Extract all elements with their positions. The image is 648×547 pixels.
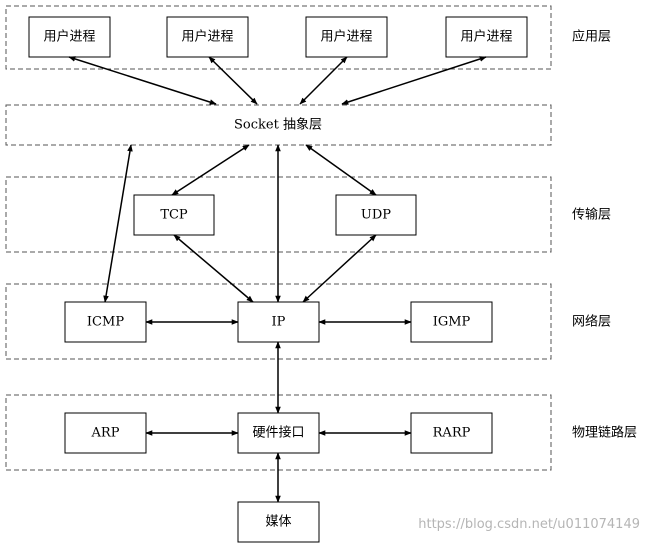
arrow-user4-socket [341,56,487,105]
udp-box [335,194,417,236]
physical-layer-label: 物理链路层 [572,425,637,441]
user-process-label-1: 用户进程 [43,29,95,45]
arrow-udp-ip [302,234,377,303]
user-process-label-4: 用户进程 [460,29,512,45]
arrow-socket-icmp [103,144,133,303]
user-process-box-1 [28,16,111,58]
rarp-label: RARP [433,426,471,441]
tcp-label: TCP [160,208,188,223]
icmp-label: ICMP [87,315,124,330]
media-label: 媒体 [265,515,291,530]
user-process-label-2: 用户进程 [181,29,233,45]
igmp-label: IGMP [433,315,471,330]
arrow-socket-udp [305,144,377,196]
application-layer-frame [5,5,552,70]
arrow-user1-socket [68,56,217,105]
user-process-box-3 [305,16,388,58]
user-process-label-3: 用户进程 [320,29,372,45]
arrow-socket-tcp [171,144,250,196]
arrow-tcp-ip [173,234,254,303]
udp-label: UDP [361,208,391,223]
arrow-user3-socket [299,56,348,105]
hardware-interface-label: 硬件接口 [252,425,304,441]
tcp-box [133,194,215,236]
arrow-user2-socket [208,56,258,105]
ip-label: IP [272,315,286,330]
arp-box [64,412,147,454]
user-process-box-4 [445,16,528,58]
watermark-text: https://blog.csdn.net/u011074149 [418,517,640,532]
transport-layer-label: 传输层 [572,207,611,223]
socket-layer-label: Socket 抽象层 [234,118,322,133]
arp-label: ARP [91,426,120,441]
igmp-box [410,301,493,343]
network-layer-label: 网络层 [572,314,611,330]
application-layer-label: 应用层 [572,29,611,45]
media-box [237,501,320,543]
